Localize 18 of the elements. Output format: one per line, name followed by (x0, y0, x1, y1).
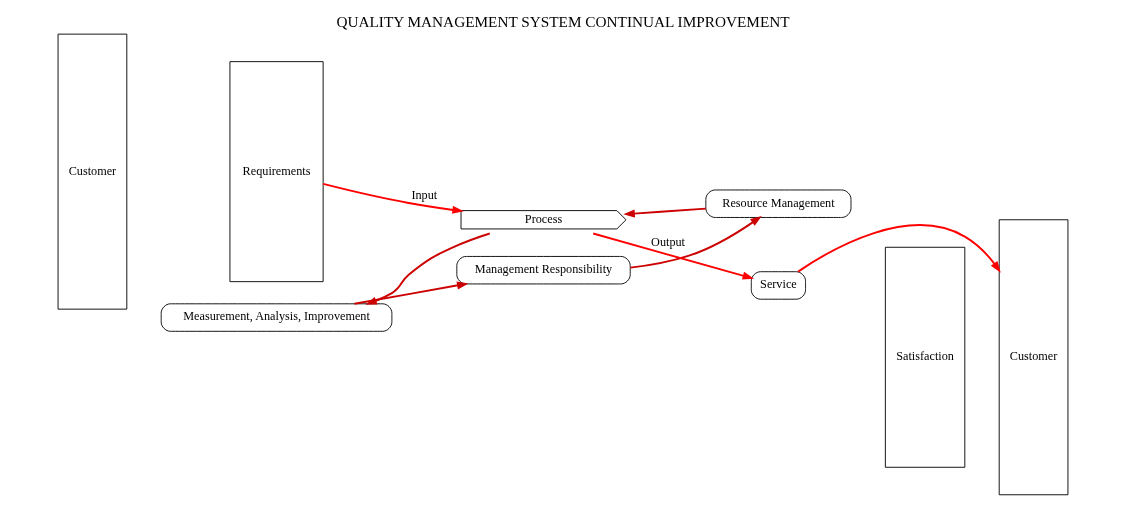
node-box: Requirements (229, 61, 324, 283)
node-box: Service (750, 271, 806, 300)
node-box: Management Responsibility (455, 256, 631, 285)
diagram-title: QUALITY MANAGEMENT SYSTEM CONTINUAL IMPROVEMENT (335, 12, 790, 30)
arrow (629, 215, 762, 269)
node-box: Resource Management (704, 189, 851, 218)
arrow (321, 182, 464, 214)
arrow (796, 224, 1001, 273)
arrow (353, 281, 468, 305)
edge-label: Output (650, 235, 685, 250)
arrow (622, 207, 707, 218)
arrow (364, 232, 491, 305)
arrow (591, 232, 754, 280)
node-box: Satisfaction (884, 246, 965, 468)
node-box: Customer (998, 219, 1068, 496)
edge-label: Input (410, 187, 437, 202)
node-box: Measurement, Analysis, Improvement (160, 303, 392, 332)
node-box: Customer (57, 33, 127, 310)
